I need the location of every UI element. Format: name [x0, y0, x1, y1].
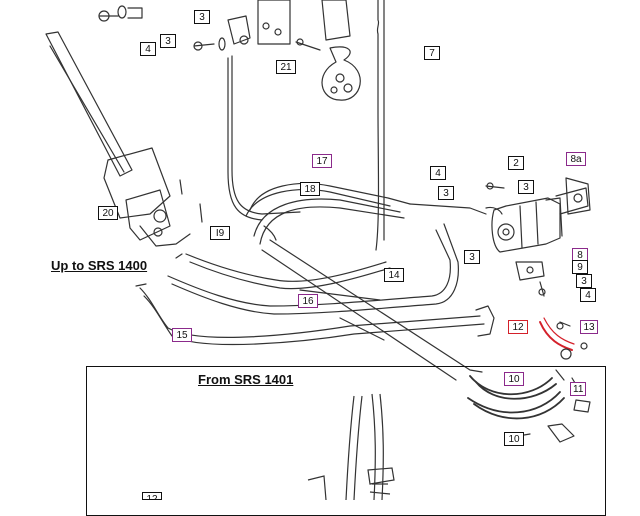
- callout-16: 16: [298, 294, 318, 308]
- callout-4-mid: 4: [430, 166, 446, 180]
- callout-12-bottom: 12: [142, 492, 162, 500]
- frame-beam: [269, 239, 483, 373]
- tube-left-vertical: [231, 55, 301, 215]
- callout-3-right-1: 3: [464, 250, 480, 264]
- callout-2: 2: [508, 156, 524, 170]
- callout-21: 21: [276, 60, 296, 74]
- callout-19: I9: [210, 226, 230, 240]
- callout-13: 13: [580, 320, 598, 334]
- callout-15: 15: [172, 328, 192, 342]
- label-from-srs-1401: From SRS 1401: [198, 372, 294, 387]
- callout-17: 17: [312, 154, 332, 168]
- callout-3-top: 3: [194, 10, 210, 24]
- callout-4-left: 4: [140, 42, 156, 56]
- inset-parts: [307, 393, 395, 500]
- callout-10-bottom: 10: [504, 432, 524, 446]
- label-up-to-srs-1400: Up to SRS 1400: [51, 258, 148, 273]
- elbow-fitting: [475, 305, 495, 337]
- callout-20: 20: [98, 206, 118, 220]
- control-lever: [45, 31, 203, 247]
- callout-3-right-2: 3: [576, 274, 592, 288]
- callout-7: 7: [424, 46, 440, 60]
- callout-18: 18: [300, 182, 320, 196]
- callout-14: 14: [384, 268, 404, 282]
- callout-3-left: 3: [160, 34, 176, 48]
- callout-9: 9: [572, 260, 588, 274]
- callout-3-mid: 3: [438, 186, 454, 200]
- tube-bundle: [135, 183, 487, 346]
- callout-3-pump: 3: [518, 180, 534, 194]
- callout-11: 11: [570, 382, 586, 396]
- tube-7: [375, 0, 380, 251]
- inset-from-srs-1401: [86, 366, 606, 516]
- hose-10: [467, 375, 565, 420]
- callout-4-right: 4: [580, 288, 596, 302]
- top-fittings: [98, 0, 361, 101]
- callout-10-top: 10: [504, 372, 524, 386]
- hydraulic-parts-diagram: [45, 0, 591, 500]
- callout-12: 12: [508, 320, 528, 334]
- callout-8a: 8a: [566, 152, 586, 166]
- hydraulic-pump: [485, 177, 591, 297]
